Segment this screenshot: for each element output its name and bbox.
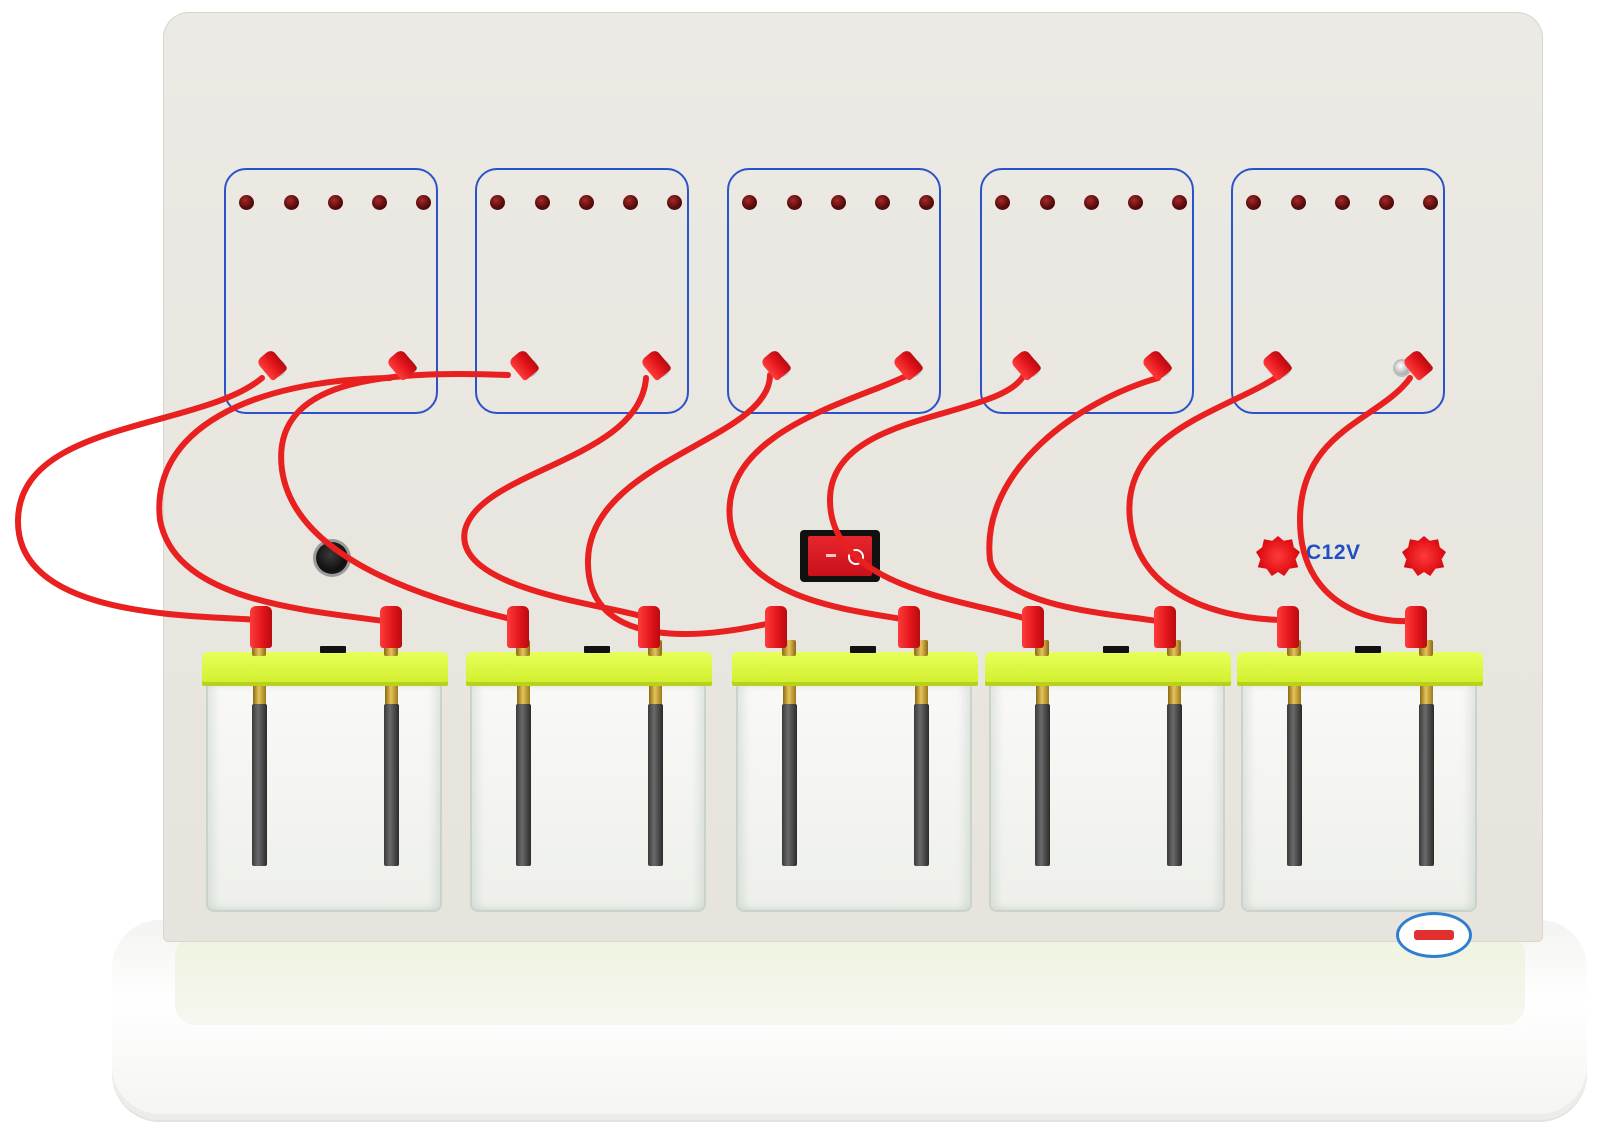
plug-icon[interactable] [1277, 606, 1299, 648]
led-icon [623, 195, 638, 210]
led-icon [875, 195, 890, 210]
carbon-electrode [1167, 704, 1182, 866]
electrode-collar [783, 686, 796, 708]
electrolytic-cell [202, 640, 448, 916]
carbon-electrode [914, 704, 929, 866]
led-icon [667, 195, 682, 210]
cell-lid [466, 652, 712, 686]
electrode-collar [1168, 686, 1181, 708]
plug-icon[interactable] [380, 606, 402, 648]
electrode-collar [517, 686, 530, 708]
led-icon [995, 195, 1010, 210]
electrolytic-cell [1237, 640, 1483, 916]
led-icon [787, 195, 802, 210]
switch-on-mark [826, 554, 836, 557]
plug-icon[interactable] [638, 606, 660, 648]
lid-slot [1103, 646, 1129, 653]
carbon-electrode [782, 704, 797, 866]
led-icon [372, 195, 387, 210]
plug-icon[interactable] [507, 606, 529, 648]
led-icon [831, 195, 846, 210]
lid-slot [1355, 646, 1381, 653]
switch-off-mark [848, 549, 864, 565]
electrolytic-cell [985, 640, 1231, 916]
brand-seal-icon [1396, 912, 1472, 958]
carbon-electrode [384, 704, 399, 866]
plug-icon[interactable] [1154, 606, 1176, 648]
lid-slot [320, 646, 346, 653]
led-icon [490, 195, 505, 210]
glass-beaker [736, 684, 972, 912]
rocker-switch-icon[interactable] [800, 530, 880, 582]
electrode-collar [649, 686, 662, 708]
carbon-electrode [1419, 704, 1434, 866]
seal-mark [1414, 930, 1454, 940]
electrolytic-cell [466, 640, 712, 916]
plug-icon[interactable] [1405, 606, 1427, 648]
carbon-electrode [516, 704, 531, 866]
led-icon [1172, 195, 1187, 210]
glass-beaker [470, 684, 706, 912]
led-icon [284, 195, 299, 210]
plug-icon[interactable] [1022, 606, 1044, 648]
glass-beaker [989, 684, 1225, 912]
electrode-collar [1420, 686, 1433, 708]
led-icon [1423, 195, 1438, 210]
led-icon [1084, 195, 1099, 210]
led-icon [1128, 195, 1143, 210]
led-icon [919, 195, 934, 210]
led-icon [1291, 195, 1306, 210]
glass-beaker [1241, 684, 1477, 912]
plug-icon[interactable] [898, 606, 920, 648]
electrode-collar [1288, 686, 1301, 708]
led-icon [1040, 195, 1055, 210]
carbon-electrode [252, 704, 267, 866]
led-icon [1335, 195, 1350, 210]
cell-lid [202, 652, 448, 686]
electrode-collar [1036, 686, 1049, 708]
glass-beaker [206, 684, 442, 912]
carbon-electrode [1035, 704, 1050, 866]
rocker-switch-face[interactable] [808, 536, 872, 576]
carbon-electrode [648, 704, 663, 866]
plug-icon[interactable] [250, 606, 272, 648]
cell-lid [1237, 652, 1483, 686]
indicator-lamp-icon [316, 542, 348, 574]
lid-slot [850, 646, 876, 653]
led-icon [1379, 195, 1394, 210]
led-icon [579, 195, 594, 210]
carbon-electrode [1287, 704, 1302, 866]
led-icon [239, 195, 254, 210]
led-icon [742, 195, 757, 210]
electrode-collar [385, 686, 398, 708]
cell-lid [732, 652, 978, 686]
cell-lid [985, 652, 1231, 686]
led-icon [1246, 195, 1261, 210]
led-icon [328, 195, 343, 210]
electrolytic-cell [732, 640, 978, 916]
plug-icon[interactable] [765, 606, 787, 648]
base-tray [175, 935, 1525, 1025]
electrode-collar [915, 686, 928, 708]
led-icon [535, 195, 550, 210]
led-icon [416, 195, 431, 210]
electrode-collar [253, 686, 266, 708]
lid-slot [584, 646, 610, 653]
power-label: C12V [1306, 541, 1361, 564]
